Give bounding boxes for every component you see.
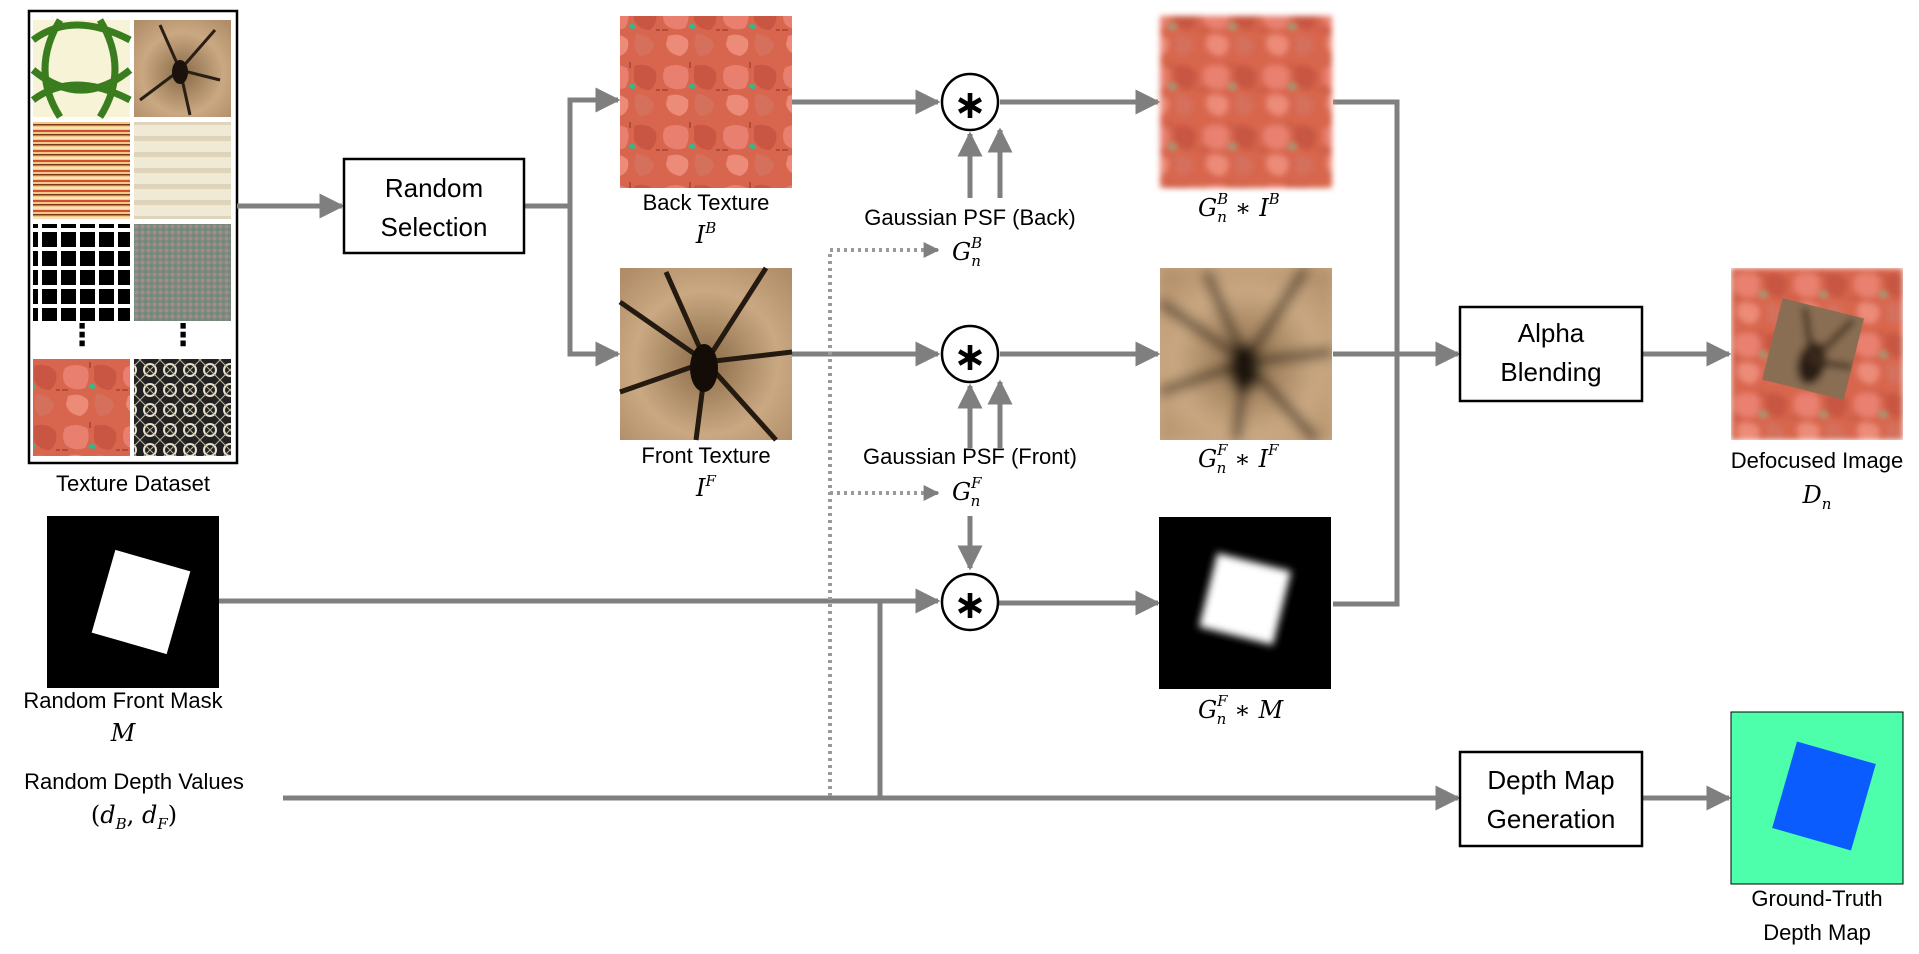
defocused-image-symbol: Dn bbox=[1802, 481, 1832, 513]
texture-thumb-reptile bbox=[33, 359, 130, 456]
ground-truth-label-line2: Depth Map bbox=[1763, 920, 1871, 945]
texture-thumb-wood-crack bbox=[134, 20, 231, 117]
back-texture-label: Back Texture bbox=[643, 190, 770, 215]
dataset-ellipsis-left: ⋮ bbox=[67, 319, 97, 352]
front-texture-label: Front Texture bbox=[641, 443, 770, 468]
front-texture-image bbox=[618, 266, 793, 442]
random-front-mask-symbol: M bbox=[110, 719, 137, 747]
ground-truth-label-line1: Ground-Truth bbox=[1751, 886, 1882, 911]
blurred-front-image bbox=[1160, 268, 1332, 440]
back-texture-image bbox=[620, 16, 792, 188]
alpha-blending-box: Alpha Blending bbox=[1458, 305, 1644, 403]
random-selection-box: Random Selection bbox=[342, 157, 526, 255]
depth-map-generation-box: Depth Map Generation bbox=[1458, 750, 1644, 848]
texture-dataset-panel: ⋮ ⋮ bbox=[27, 9, 239, 465]
psf-back-label: Gaussian PSF (Back) bbox=[864, 205, 1076, 230]
dotted-connectors bbox=[828, 242, 940, 796]
svg-text:Selection: Selection bbox=[381, 212, 488, 242]
svg-text:∗: ∗ bbox=[953, 82, 987, 128]
back-texture-symbol: IB bbox=[695, 219, 717, 249]
svg-text:Depth Map: Depth Map bbox=[1487, 765, 1614, 795]
svg-text:Blending: Blending bbox=[1500, 357, 1601, 387]
svg-text:Generation: Generation bbox=[1487, 804, 1616, 834]
texture-dataset-label: Texture Dataset bbox=[56, 471, 210, 496]
random-front-mask-label: Random Front Mask bbox=[23, 688, 223, 713]
texture-thumb-green-lattice bbox=[30, 18, 133, 119]
blurred-mask-image bbox=[1159, 517, 1331, 689]
random-depth-values-symbol: (dB, dF) bbox=[91, 801, 177, 833]
texture-thumb-beige bbox=[134, 122, 231, 219]
front-texture-symbol: IF bbox=[695, 472, 716, 502]
conv-node-back: ∗ bbox=[940, 72, 1000, 132]
texture-thumb-grid bbox=[33, 224, 130, 321]
defocused-image bbox=[1731, 268, 1903, 440]
svg-text:∗: ∗ bbox=[953, 582, 987, 628]
texture-thumb-stripes bbox=[33, 122, 130, 219]
conv-node-mask: ∗ bbox=[940, 572, 1000, 632]
connectors bbox=[218, 87, 1732, 811]
svg-text:Alpha: Alpha bbox=[1518, 318, 1585, 348]
psf-front-label: Gaussian PSF (Front) bbox=[863, 444, 1077, 469]
svg-text:∗: ∗ bbox=[953, 334, 987, 380]
random-front-mask-image bbox=[47, 516, 219, 688]
ground-truth-depth-map-image bbox=[1730, 711, 1904, 885]
dataset-ellipsis-right: ⋮ bbox=[168, 319, 198, 352]
texture-thumb-knit bbox=[134, 224, 231, 321]
svg-text:Random: Random bbox=[385, 173, 483, 203]
texture-thumb-lace bbox=[134, 359, 231, 456]
random-depth-values-label: Random Depth Values bbox=[24, 769, 244, 794]
conv-node-front: ∗ bbox=[940, 324, 1000, 384]
blurred-back-image bbox=[1160, 16, 1332, 188]
defocused-image-label: Defocused Image bbox=[1731, 448, 1903, 473]
